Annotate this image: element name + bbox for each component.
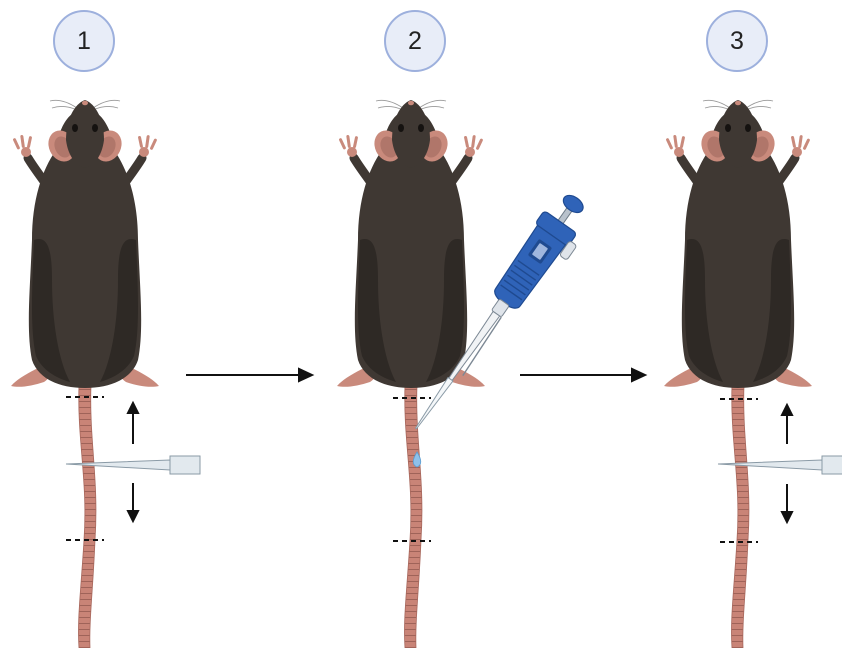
arrow-down-icon-step-1 bbox=[128, 511, 138, 521]
arrow-up-icon-step-3 bbox=[782, 405, 792, 415]
arrow-right-icon-2 bbox=[632, 369, 645, 381]
step-2-circle-wrap: 2 bbox=[384, 10, 448, 74]
step-3-number: 3 bbox=[706, 10, 768, 72]
mouse-icon-step-1 bbox=[11, 100, 159, 648]
mouse-icon-step-3 bbox=[664, 100, 812, 648]
arrow-up-icon-step-1 bbox=[128, 403, 138, 413]
step-2-number: 2 bbox=[384, 10, 446, 72]
step-3-circle-wrap: 3 bbox=[706, 10, 770, 74]
mouse-icon-step-2 bbox=[337, 100, 485, 648]
arrow-down-icon-step-3 bbox=[782, 512, 792, 522]
step-1-circle-wrap: 1 bbox=[53, 10, 117, 74]
step-1-number: 1 bbox=[53, 10, 115, 72]
arrow-right-icon-1 bbox=[299, 369, 312, 381]
